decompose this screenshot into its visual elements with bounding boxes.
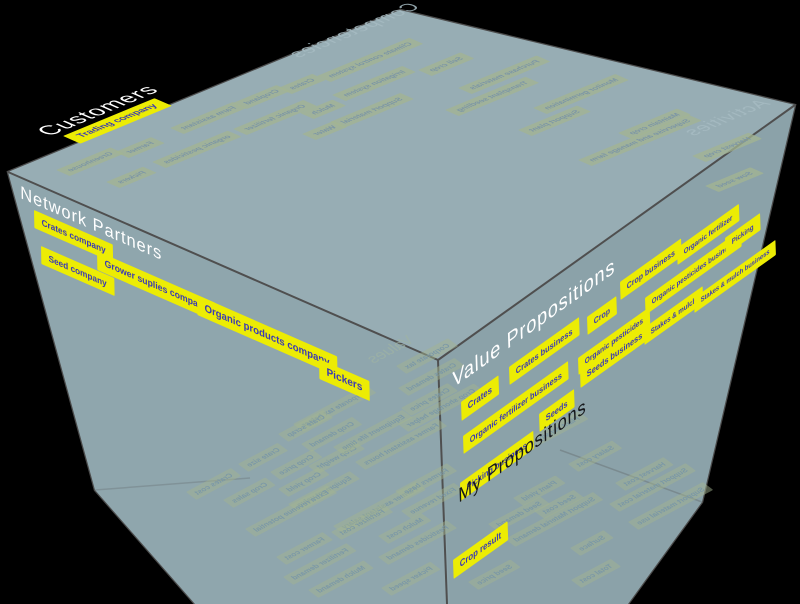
edge-bottom-left-hint [94,477,251,491]
edge-bottom-right-hint [559,449,703,503]
cube-top-face[interactable] [8,10,795,360]
edge-top-front-left [7,171,439,361]
edge-front-vertical [437,359,448,604]
cube-left-face[interactable] [8,172,450,604]
